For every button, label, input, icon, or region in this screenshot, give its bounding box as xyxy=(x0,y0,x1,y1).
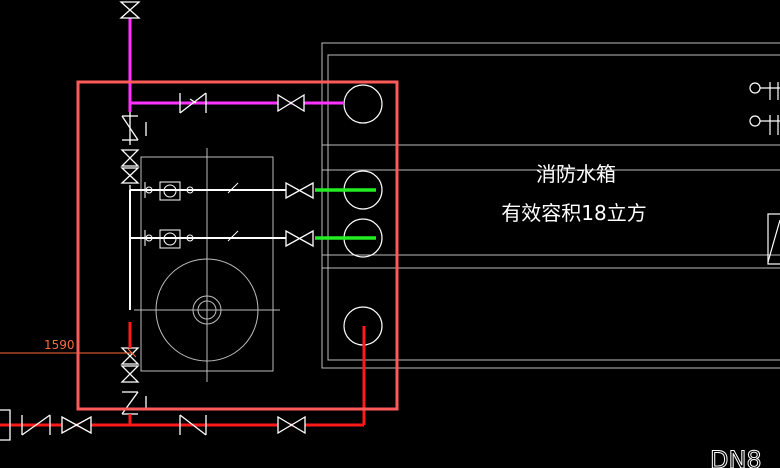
tank-volume-label: 有效容积18立方 xyxy=(501,201,646,225)
gate-valve-icon xyxy=(285,181,314,200)
gate-valve-icon xyxy=(119,1,141,19)
gauge-circle-icon xyxy=(749,115,761,127)
pump-line-valves xyxy=(285,181,314,248)
tank-name-label: 消防水箱 xyxy=(536,162,616,186)
pump-details xyxy=(144,181,239,249)
gate-valve-icon xyxy=(120,365,140,383)
gate-valve-icon xyxy=(285,229,314,248)
pump-icon xyxy=(159,181,181,201)
level-gauge-symbols xyxy=(749,82,780,265)
magenta-pipe-valves xyxy=(119,1,305,114)
gate-valve-icon xyxy=(277,93,305,113)
gate-valve-icon xyxy=(120,167,140,184)
red-pipe-valves xyxy=(0,409,306,441)
highlight-frame xyxy=(76,80,399,411)
dimension-value: 1590 xyxy=(44,338,75,352)
tank-nozzles xyxy=(343,84,383,346)
magenta-pipe xyxy=(128,15,344,112)
gate-valve-icon xyxy=(120,149,140,167)
nozzle-top-circle xyxy=(343,84,383,124)
gauge-circle-icon xyxy=(749,82,761,94)
gate-valve-icon xyxy=(120,347,140,365)
pipe-size-label: DN8 xyxy=(710,446,762,468)
left-riser xyxy=(120,112,147,415)
pump-equipment xyxy=(134,148,280,382)
pressure-tank-circle xyxy=(155,258,259,362)
tank-inner-outline xyxy=(327,54,780,361)
green-pipes xyxy=(315,188,376,240)
dimension-1590: 1590 xyxy=(0,338,137,358)
gate-valve-icon xyxy=(61,415,92,435)
pressure-tank-inner-circle xyxy=(192,295,222,325)
pump-icon xyxy=(159,229,181,249)
gate-valve-icon xyxy=(277,415,306,435)
pump-lines xyxy=(129,189,286,310)
gauge-box-icon xyxy=(767,213,780,265)
pipe-fitting-icon xyxy=(0,409,11,441)
